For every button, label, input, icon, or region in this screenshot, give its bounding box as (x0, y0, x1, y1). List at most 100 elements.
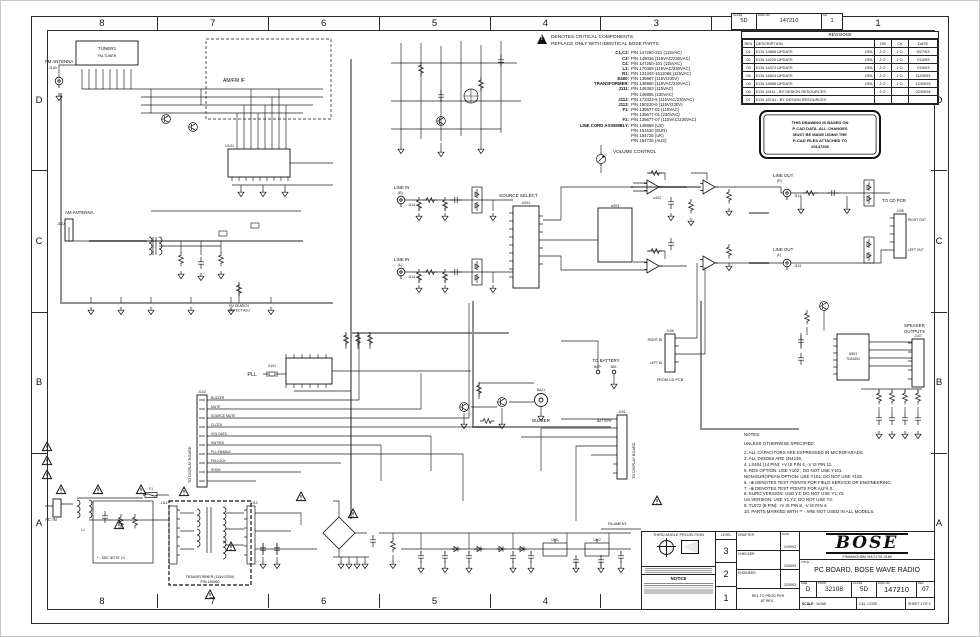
revision-dr: J.O. (874, 71, 892, 80)
revision-description: ECN 15741 - BY DESIGN RESOURCES (754, 95, 875, 104)
zone-cell: 8 (47, 16, 158, 30)
level-2: 2 (716, 563, 736, 587)
rev-label: REV (918, 581, 924, 585)
fm-tuner-label: FM-TUNER (98, 54, 117, 58)
critical-part-number: P/N 135687 (115V/230V) (631, 76, 679, 82)
right-in-label: RIGHT IN (648, 338, 663, 342)
critical-part-row: F2: P/N 135677-07 (115VAC/230VAC) (537, 117, 745, 122)
date-col-header: DATE (908, 39, 938, 48)
zone-cell: 5 (380, 594, 491, 608)
rev-value: 07 (921, 586, 930, 594)
corner-class-label: CLASS (733, 13, 743, 17)
speaker-label-1: SPEAKER (904, 323, 925, 328)
j114-label-1: J114 (408, 203, 415, 207)
u501-pn-label: TDA1554 (846, 357, 860, 361)
critical-part-row: P/N 135677-01 (230VAC) (537, 112, 745, 117)
critical-part-ref: E400: (617, 76, 629, 82)
j114-label-4: J114 (794, 264, 801, 268)
critical-part-ref: J112: (618, 96, 629, 102)
note-line: 5. RDS OPTION: USE Y102 ; DO NOT USE Y10… (744, 467, 843, 473)
class-value: 5D (859, 586, 869, 594)
checker-label: CHECKER (738, 552, 755, 557)
at-rev-label: AT REV - (760, 599, 776, 604)
sig-pll-enable: PLL ENABLE (211, 450, 231, 454)
to-cd-pcb-label: TO CD PCB (882, 198, 906, 203)
critical-part-number: P/N 154726 (AUS) (631, 138, 667, 144)
to-display-board-label-1: TO DISPLAY BOARD (188, 446, 192, 483)
u201-label: U201 (522, 201, 531, 205)
zone-cell: 6 (269, 594, 380, 608)
j101-label: J101 (618, 410, 625, 414)
critical-part-ref: C3: (622, 55, 629, 61)
j105-label: J105 (896, 209, 903, 213)
critical-part-row: LINE CORD ASSEMBLY: P/N 146969 (US) (537, 123, 745, 128)
revision-row: 07 ECN 15741 - BY DESIGN RESOURCES (742, 95, 938, 104)
critical-part-ref: TRANSFORMER: (594, 81, 629, 87)
desc-col-header: DESCRIPTION (754, 39, 875, 48)
cal-code-label: CAL. CODE (859, 601, 878, 606)
critical-part-row: TRANSFORMER: P/N 146960 (115VAC/230VAC) (537, 81, 745, 86)
revision-dr: J.O. (874, 63, 892, 72)
critical-part-number: P/N 135677-02 (115VAC) (631, 107, 680, 113)
critical-part-row: C4: P/N 147250-101 (115VAC) (537, 61, 745, 66)
stamp-line: P-CAD DATA. ALL CHANGES (792, 125, 848, 131)
critical-part-number: P/N 147250-221 (115VAC) (631, 50, 682, 56)
revision-ck: J.O. (891, 63, 909, 72)
j106-label: J106 (666, 329, 673, 333)
j102-label: J102 (198, 390, 206, 394)
j113-label: J113 (250, 501, 257, 505)
critical-part-ref: C1,C2: (615, 50, 629, 56)
critical-part-number: P/N 146969 (US) (631, 122, 664, 128)
critical-part-row: F1: P/N 135677-02 (115VAC) (537, 107, 745, 112)
revisions-table: REVISIONS REV DESCRIPTION DR CK DATE 01 … (741, 31, 939, 105)
revision-dr (874, 95, 892, 104)
zone-cell: 4 (491, 16, 602, 30)
drawing-title: PC BOARD, BOSE WAVE RADIO (814, 567, 920, 574)
u401-label: U401 (551, 538, 559, 542)
critical-part-ref: J111: (618, 86, 629, 92)
note-line: 3. ALL DIODES ARE 1N4148. (744, 455, 803, 461)
sig-vol-data: VOL DATA (211, 432, 227, 436)
bat-minus-label: BAT- (611, 365, 618, 369)
level-1: 1 (723, 592, 729, 603)
u501-label: U501 (849, 352, 858, 356)
critical-part-number: P/N 135677-07 (115VAC/230VAC) (631, 117, 697, 123)
zone-cell: A (935, 518, 943, 530)
critical-part-row: L1: P/N 170465 (115VAC/230VAC) (537, 66, 745, 71)
critical-part-number: P/N 149016 (115VAC/230VAC) (631, 55, 690, 61)
zone-cell: D (31, 30, 47, 172)
scale-label: SCALE (802, 601, 814, 606)
sig-source-mute: SOURCE MUTE (211, 414, 236, 418)
j114-label-2: J114 (408, 275, 415, 279)
volume-control-label: VOLUME CONTROL (613, 149, 657, 154)
revision-description: ECN 15111 - BY DESIGN RESOURCES (754, 87, 875, 96)
size-label: SIZE (801, 581, 808, 585)
projection-cone-icon (681, 540, 699, 554)
zone-cell: 4 (491, 594, 602, 608)
title-block: THIRD ANGLE PROJECTION NOTICE LEVEL 3 2 … (641, 531, 935, 610)
notes-title: NOTES: (744, 432, 761, 437)
engineer-date: 2/25/93 (784, 583, 796, 588)
corner-dwg-label: DWG NO. (758, 13, 771, 17)
fm-search-label: FM SEARCH (229, 304, 250, 308)
j110-label: J110 (57, 222, 65, 226)
level-label: LEVEL (716, 532, 736, 540)
sheet-number: SHEET 1 OF 3 (908, 601, 931, 606)
critical-part-number: P/N 131343-1511066 (115VAC) (631, 71, 691, 76)
notes-subtitle: UNLESS OTHERWISE SPECIFIED: (744, 440, 815, 446)
schematic-labels: FM ANTENNA J100 TUNER1 FM-TUNER AM ANTEN… (45, 46, 926, 584)
critical-part-number: P/N 146906 (230VAC) (631, 91, 674, 97)
sig-fm-lock: FM LOCK (211, 459, 226, 463)
u203-label: U203 (611, 204, 620, 208)
checker-date: 2/25/93 (784, 564, 796, 569)
level-column: LEVEL 3 2 1 (716, 532, 737, 609)
bose-logo: BOSE (825, 532, 909, 554)
notice-fine-print (644, 582, 713, 594)
line-out-l-tag: (L) (777, 253, 781, 257)
critical-part-number: P/N 154725 (UK) (631, 132, 664, 138)
critical-part-number: P/N 170465 (115VAC/230VAC) (631, 65, 690, 71)
engineer-label: ENGINEER (738, 571, 756, 576)
revision-dr: J.O. (874, 47, 892, 56)
